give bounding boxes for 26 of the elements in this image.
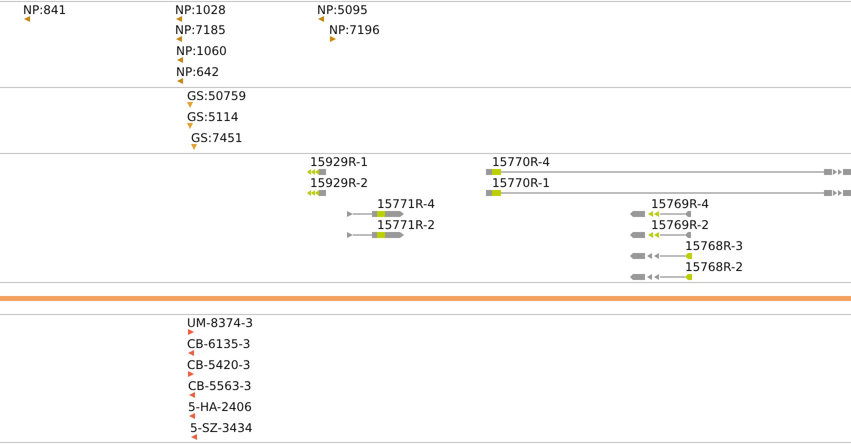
- feature-label: 15769R-4: [651, 197, 709, 211]
- feature-label: NP:1028: [175, 3, 226, 17]
- feature-label: 15769R-2: [651, 218, 709, 232]
- feature-label: 15929R-2: [310, 176, 368, 190]
- feature-label: UM-8374-3: [187, 316, 253, 330]
- feature-label: 15771R-2: [377, 218, 435, 232]
- feature-label: NP:7196: [329, 23, 380, 37]
- feature-label: CB-5563-3: [188, 379, 252, 393]
- feature-label: 15770R-1: [492, 176, 550, 190]
- feature-label: NP:841: [23, 3, 66, 17]
- feature-label: 15929R-1: [310, 155, 368, 169]
- feature-label: 15771R-4: [377, 197, 435, 211]
- feature-label: GS:50759: [187, 89, 246, 103]
- feature-label: GS:5114: [187, 110, 238, 124]
- feature-label: CB-5420-3: [187, 358, 250, 372]
- feature-label: 5-SZ-3434: [190, 421, 252, 435]
- feature-label: NP:1060: [176, 44, 227, 58]
- feature-label: 15768R-2: [685, 260, 743, 274]
- feature-label: NP:642: [176, 65, 220, 79]
- feature-label: GS:7451: [191, 131, 242, 145]
- feature-label: CB-6135-3: [187, 337, 250, 351]
- feature-label: 15768R-3: [685, 239, 743, 253]
- feature-label: NP:5095: [317, 3, 368, 17]
- feature-label: 15770R-4: [492, 155, 550, 169]
- feature-label: NP:7185: [175, 23, 226, 37]
- feature-label: 5-HA-2406: [188, 400, 252, 414]
